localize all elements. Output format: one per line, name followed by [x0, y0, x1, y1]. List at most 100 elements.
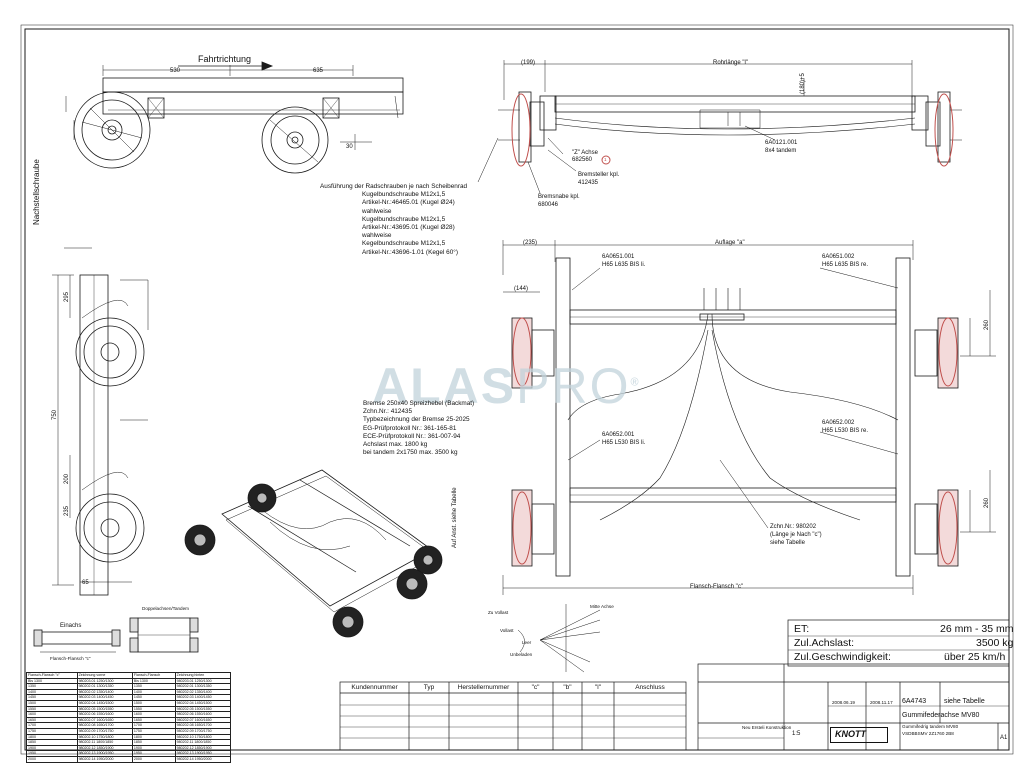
variant-tandem-title: Doppelachsen/Tandem [142, 606, 189, 611]
variant-single-title: Einachs [60, 623, 82, 629]
dim-144: (144) [514, 286, 529, 292]
spec-value-achslast: 3500 kg [976, 637, 1014, 649]
wheel-screw-line: Artikel-Nr.:43695.01 (Kugel Ø28) [362, 224, 455, 232]
dim-260-upper: 260 [984, 319, 990, 330]
title-scale: 1:5 [792, 731, 801, 737]
brake-info-line: ECE-Prüfprotokoll Nr.: 361-007-94 [363, 432, 461, 440]
wheel-screw-line: Ausführung der Radschrauben je nach Sche… [320, 183, 468, 190]
side-label-nachstellschraube: Nachstellschraube [32, 159, 41, 225]
wheel-screw-line: Kegelbundschraube M12x1,5 [362, 240, 446, 248]
title-date2: 2008.11.17 [870, 700, 893, 705]
rear-view [477, 60, 962, 194]
dim-flansch: Flansch-Flansch "c" [690, 584, 743, 590]
dim-30: 30 [346, 144, 353, 150]
title-date1: 2008.06.19 [832, 700, 855, 705]
part-a2-sub: H65 L635 BIS re. [822, 262, 869, 268]
table-cell: 2000 [131, 755, 176, 763]
angle-label: Leer [522, 640, 532, 645]
company-logo: KNOTT [830, 727, 888, 743]
variant-single-sub: Flansch-Flansch "c" [50, 656, 91, 661]
title-main: Gummifederachse MV80 [902, 712, 980, 719]
angle-label: Zu Vollast [488, 610, 509, 615]
customer-header: Typ [423, 684, 435, 691]
achse-ref: 1 [604, 157, 607, 162]
table-cell: 980202.14 1950/2000 [76, 755, 133, 763]
top-view [65, 61, 404, 174]
title-part-no: 6A4743 [902, 698, 927, 705]
achse-part: 682560 [572, 157, 593, 163]
part-b2-sub: H65 L530 BIS re. [822, 428, 869, 434]
bremsnabe-part: 680046 [538, 202, 559, 208]
table-cell: 2000 [26, 755, 78, 763]
angle-label: Mitte Achse [590, 604, 614, 609]
dim-235-top: (235) [523, 240, 538, 246]
angle-diagram [517, 604, 601, 673]
customer-header: Anschluss [635, 684, 665, 691]
dim-750: 750 [52, 409, 58, 420]
customer-header: Herstellernummer [457, 684, 510, 691]
title-sheet: A1 [1000, 735, 1008, 741]
wheel-screw-line: wahlweise [362, 207, 392, 215]
spec-label-achslast: Zul.Achslast: [794, 637, 855, 649]
watermark: ALASPRO® [372, 358, 641, 414]
dim-rohrlaenge: Rohrlänge "l" [713, 60, 748, 66]
angle-label: Vollast [500, 628, 514, 633]
dim-635: 635 [313, 68, 324, 74]
dim-199: (199) [521, 60, 536, 66]
spec-label-et: ET: [794, 623, 810, 635]
variant-sketches [33, 617, 199, 653]
dim-235-side: 235 [64, 505, 70, 516]
part-a2: 6A0651.002 [822, 254, 855, 260]
customer-header: "c" [531, 684, 540, 691]
table-cell: 980202.14 1950/2000 [174, 755, 232, 763]
wheel-screw-line: Kugelbundschraube M12x1,5 [362, 215, 446, 223]
dim-200: 200 [64, 473, 70, 484]
angle-label: Unbeladen [510, 652, 533, 657]
wheel-screw-line: Artikel-Nr.:46465.01 (Kugel Ø24) [362, 199, 455, 207]
spec-value-geschwindigkeit: über 25 km/h [944, 651, 1006, 663]
dim-530: 530 [170, 68, 181, 74]
part-b2: 6A0652.002 [822, 420, 855, 426]
title-subtitle: Gummifedrig tandem MV80 [902, 724, 959, 729]
plan-view [502, 240, 996, 595]
dim-260-lower: 260 [984, 497, 990, 508]
customer-header: "b" [563, 684, 572, 691]
variant-table: Flansch-Flansch "c" Zeichnung vorne Flan… [26, 672, 232, 763]
spec-value-et: 26 mm - 35 mm [940, 623, 1014, 635]
zchn-line: siehe Tabelle [770, 540, 805, 546]
bremsnabe-label: Bremsnabe kpl. [538, 194, 580, 200]
customer-header: "l" [594, 684, 602, 691]
wheel-screw-line: wahlweise [362, 232, 392, 240]
part-a1-sub: H65 L635 BIS li. [602, 262, 646, 268]
dim-65: 65 [82, 580, 89, 586]
wheel-screws-note: Ausführung der Radschrauben je nach Sche… [320, 183, 467, 257]
left-side-label: Auf Anst. siehe Tabelle [452, 487, 458, 548]
title-see-table: siehe Tabelle [944, 698, 985, 705]
dim-auflage: Auflage "a" [715, 240, 745, 246]
part-a1: 6A0651.001 [602, 254, 635, 260]
ubolt-part: 6A0121.001 [765, 140, 798, 146]
side-view [52, 247, 149, 596]
zchn-line: Zchn.Nr.: 980202 [770, 524, 817, 530]
direction-label: Fahrtrichtung [198, 54, 252, 64]
achse-label: "Z" Achse [572, 150, 598, 156]
brake-info: Bremse 250x40 Spreizhebel (Backmat) Zchn… [363, 400, 474, 457]
title-drawing-no: VSDBBSMV 2Z1760 2B8 [902, 731, 954, 736]
spec-label-geschwindigkeit: Zul.Geschwindigkeit: [794, 651, 891, 663]
part-b1-sub: H65 L530 BIS li. [602, 440, 646, 446]
brake-info-line: Achslast max. 1800 kg [363, 441, 428, 449]
title-revision-note: Neu Ersteli Konstruktion [742, 725, 792, 730]
dim-rear-height: (180)+5 [800, 73, 806, 94]
wheel-screw-line: Kugelbundschraube M12x1,5 [362, 191, 446, 199]
bremsteller-label: Bremsteller kpl. [578, 172, 620, 178]
brake-info-line: Zchn.Nr.: 412435 [363, 408, 413, 416]
isometric-view [184, 469, 443, 638]
brake-info-line: bei tandem 2x1750 max. 3500 kg [363, 449, 458, 457]
brake-info-line: Typbezeichnung der Bremse 25-2025 [363, 416, 470, 424]
wheel-screw-line: Artikel-Nr.:43696-1.01 (Kegel 60°) [362, 248, 458, 256]
